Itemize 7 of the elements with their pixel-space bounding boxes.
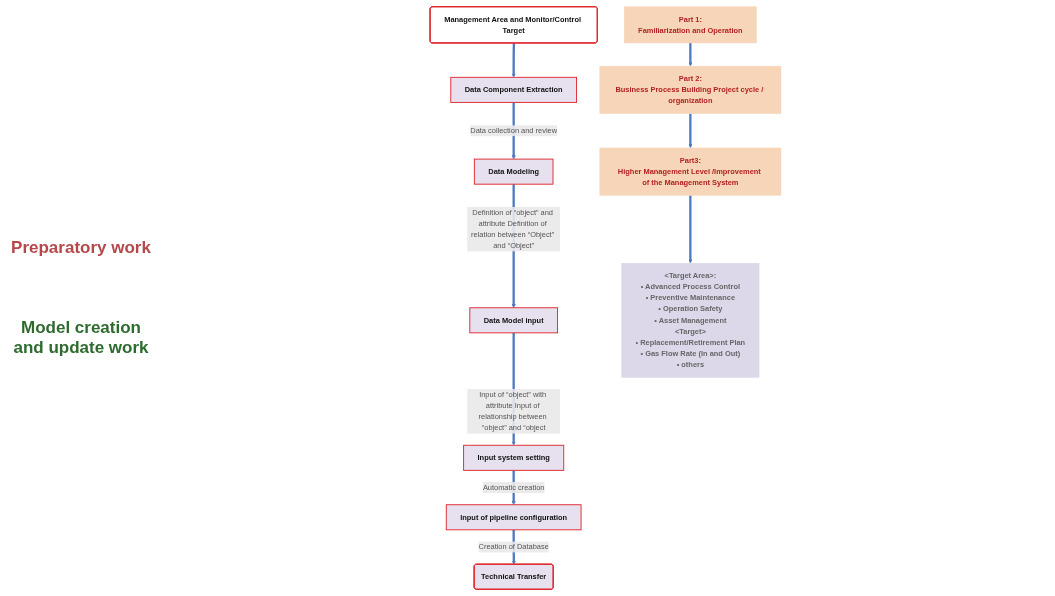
- bracket-label: Preparatory work: [10, 238, 152, 258]
- bracket-label: Model creation and update work: [12, 318, 150, 358]
- arrow: [511, 43, 516, 78]
- arrow: [688, 42, 693, 67]
- arrow: [511, 102, 516, 160]
- arrow: [688, 113, 693, 149]
- arrow: [688, 195, 693, 264]
